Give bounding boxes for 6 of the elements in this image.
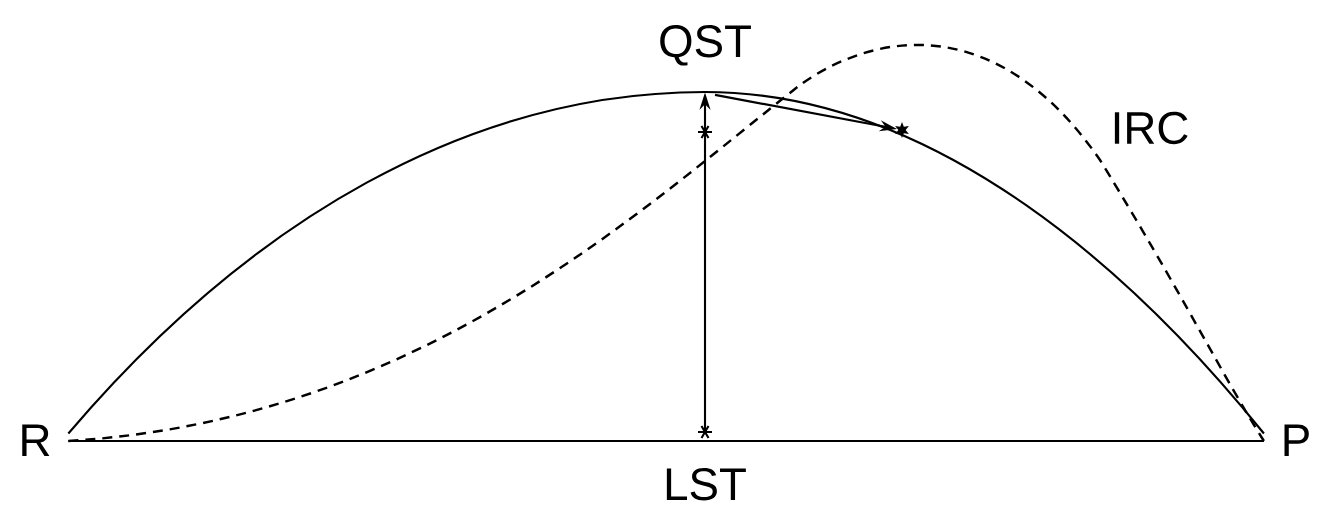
curve-label: IRC — [1114, 111, 1188, 145]
point-label: LST — [666, 468, 746, 501]
point-label: QST — [660, 25, 751, 66]
point-label: P — [1284, 424, 1309, 456]
star-mark — [895, 122, 909, 138]
point-label: R — [22, 424, 50, 456]
